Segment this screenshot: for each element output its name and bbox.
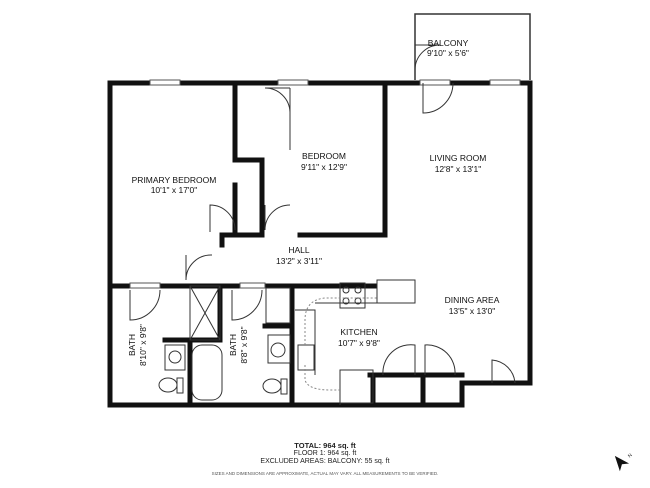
sinks (164, 334, 315, 371)
room-label-hall: HALL (288, 245, 310, 255)
room-label-bath-1: BATH (127, 334, 137, 356)
room-size-hall: 13'2" x 3'11" (276, 256, 322, 266)
windows (129, 79, 521, 289)
disclaimer: SIZES AND DIMENSIONS ARE APPROXIMATE, AC… (211, 471, 439, 476)
room-label-bedroom: BEDROOM (302, 151, 346, 161)
balcony-outline (414, 13, 531, 80)
room-size-kitchen: 10'7" x 9'8" (338, 338, 380, 348)
room-label-dining-area: DINING AREA (445, 295, 500, 305)
room-size-dining-area: 13'5" x 13'0" (449, 306, 496, 316)
room-size-bath-2: 8'8" x 9'8" (239, 326, 249, 363)
room-size-bedroom: 9'11" x 12'9" (301, 162, 347, 172)
room-label-kitchen: KITCHEN (340, 327, 377, 337)
room-label-balcony: BALCONY (428, 38, 469, 48)
total-area: TOTAL: 964 sq. ft (294, 441, 356, 450)
room-size-primary-bedroom: 10'1" x 17'0" (151, 185, 198, 195)
compass-icon: N (614, 452, 634, 472)
room-size-living-room: 12'8" x 13'1" (435, 164, 482, 174)
kitchen-counters (265, 279, 416, 405)
room-label-primary-bedroom: PRIMARY BEDROOM (132, 175, 217, 185)
shower (189, 285, 221, 341)
walls (107, 80, 533, 408)
room-label-living-room: LIVING ROOM (430, 153, 487, 163)
excluded-areas: EXCLUDED AREAS: BALCONY: 55 sq. ft (260, 458, 390, 465)
doors (129, 44, 516, 384)
bathtub (191, 344, 223, 401)
floor-area: FLOOR 1: 964 sq. ft (293, 450, 357, 457)
compass-label: N (627, 452, 634, 459)
room-size-balcony: 9'10" x 5'6" (427, 48, 469, 58)
room-label-bath-2: BATH (228, 334, 238, 356)
room-size-bath-1: 8'10" x 9'8" (138, 324, 148, 366)
toilets (158, 377, 288, 395)
